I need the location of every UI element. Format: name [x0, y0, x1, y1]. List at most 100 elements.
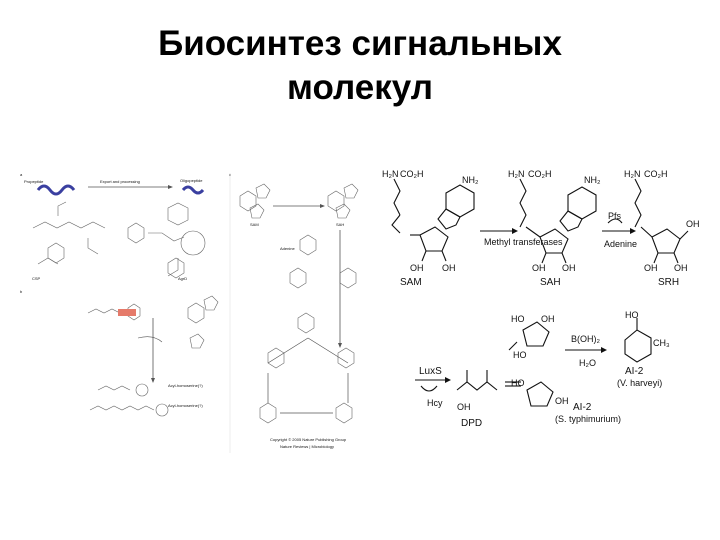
pfs-curved-arrow	[607, 218, 623, 224]
sam-sah-srh-scheme: H₂N CO₂H NH₂ OH OH SAM H₂N CO₂H NH₂ OH O…	[382, 169, 700, 288]
luxs-dpd-ai2-scheme: LuxS Hcy OH DPD HO OH HO HO OH B(OH)₂ H₂…	[415, 310, 670, 429]
srh-oh-bond	[679, 230, 689, 240]
srh-ribose-ring	[651, 228, 681, 254]
sah-ribose-ring	[539, 228, 569, 254]
ai2-label-typhimurium: AI-2	[573, 402, 592, 413]
sam-label: SAM	[400, 277, 422, 288]
adenine-label: Adenine	[604, 239, 637, 249]
sah-oh-bond-2	[561, 252, 567, 264]
sam-oh-bond-1	[421, 250, 427, 262]
c-vertical-arrowhead	[338, 343, 342, 348]
srh-oh-1: OH	[644, 263, 658, 273]
sam-oh-bond-2	[441, 250, 447, 262]
ai2-ho: HO	[625, 310, 639, 320]
sah-oh-1: OH	[532, 263, 546, 273]
title-line-1: Биосинтез сигнальных	[158, 24, 562, 63]
sam-chain	[393, 178, 401, 216]
hsl-structure-1	[97, 383, 149, 397]
sam-h2n: H₂N	[382, 169, 399, 179]
ring-bottom-oh: OH	[555, 396, 569, 406]
propeptide-chain-icon	[36, 184, 76, 196]
panel-b-label: b	[20, 289, 23, 294]
sah-structure-c	[327, 183, 359, 219]
sam-nh2: NH₂	[462, 175, 479, 185]
export-arrowhead	[168, 185, 173, 189]
srh-oh-top: OH	[686, 219, 700, 229]
vertical-arrowhead	[151, 378, 155, 383]
sah-adenine-ring-6	[567, 186, 597, 220]
sam-structure-b	[187, 295, 219, 349]
left-reaction-figure: a Propeptide Export and processing Oligo…	[20, 172, 359, 453]
journal-text: Nature Reviews | Microbiology	[280, 444, 334, 449]
srh-oh-bond-2	[673, 252, 679, 264]
sah-co2h: CO₂H	[528, 169, 552, 179]
hcy-label: Hcy	[427, 398, 443, 408]
sah-label: SAH	[540, 277, 561, 288]
ring-bottom-ho: HO	[511, 378, 525, 388]
precursor-label: Propeptide	[24, 179, 44, 184]
c-reaction-arrows	[267, 337, 349, 414]
ring-top-ho: HO	[513, 350, 527, 360]
sam-oh-1: OH	[410, 263, 424, 273]
hsl-structure-2	[89, 403, 169, 417]
top-oh: OH	[541, 314, 555, 324]
sah-oh-2: OH	[562, 263, 576, 273]
sah-label-c: SAH	[336, 222, 344, 227]
ai2-note-harveyi: (V. harveyi)	[617, 378, 662, 388]
pfs-arrowhead	[630, 228, 636, 234]
srh-bond	[640, 226, 653, 238]
pfs-label: Pfs	[608, 211, 622, 221]
oligopeptide-chain-icon	[181, 185, 205, 195]
top-branch	[508, 341, 518, 351]
srh-h2n: H₂N	[624, 169, 641, 179]
dpd-chain	[456, 381, 498, 391]
adenine-label-c: Adenine	[280, 246, 295, 251]
slide-title: Биосинтез сигнальных молекул	[0, 22, 720, 110]
sam-ribose-ring	[419, 226, 449, 252]
agrd-structure	[127, 202, 206, 279]
ring-top	[522, 321, 550, 347]
srh-chain	[634, 178, 642, 228]
ai2-borate-ring	[624, 329, 652, 363]
csp-label: CSP	[32, 276, 41, 281]
srh-label: SRH	[658, 277, 679, 288]
sah-oh-bond-1	[541, 252, 547, 264]
ai2-note-typhimurium: (S. typhimurium)	[555, 414, 621, 424]
title-line-2: молекул	[287, 68, 433, 107]
borate-label: B(OH)₂	[571, 334, 600, 344]
sah-adenine-ring-5	[559, 210, 583, 232]
srh-oh-bond-1	[653, 252, 659, 264]
curved-arrow	[137, 336, 163, 343]
sam-co2h: CO₂H	[400, 169, 424, 179]
srh-co2h: CO₂H	[644, 169, 668, 179]
dpd-oh: OH	[457, 402, 471, 412]
sah-nh2: NH₂	[584, 175, 601, 185]
luxs-label: LuxS	[419, 366, 442, 377]
csp-structure	[32, 201, 106, 265]
top-ho: HO	[511, 314, 525, 324]
enzyme-box	[118, 309, 136, 316]
srh-oh-2: OH	[674, 263, 688, 273]
ai2-label-harveyi: AI-2	[625, 366, 644, 377]
c-intermediates	[259, 234, 357, 424]
sam-adenine-ring-5	[437, 208, 461, 230]
luxs-arrowhead	[445, 377, 451, 383]
ring-bottom	[526, 381, 554, 407]
hcy-curved-arrow	[420, 385, 438, 392]
borate-arrowhead	[601, 347, 607, 353]
sam-s-branch	[391, 214, 401, 234]
sam-adenine-ring-6	[445, 184, 475, 218]
methyltransferase-label: Methyl transferases	[484, 237, 563, 247]
agrd-label: AgrD	[178, 276, 187, 281]
methyltransferase-arrowhead	[512, 228, 518, 234]
water-label: H₂O	[579, 358, 596, 368]
sah-chain	[519, 178, 527, 228]
oligopeptide-label: Oligopeptide	[180, 178, 203, 183]
dpd-label: DPD	[461, 418, 482, 429]
sah-h2n: H₂N	[508, 169, 525, 179]
copyright-text: Copyright © 2005 Nature Publishing Group	[270, 437, 347, 442]
ai2-ch3: CH₃	[653, 338, 670, 348]
panel-a-label: a	[20, 172, 23, 177]
export-label: Export and processing	[100, 179, 140, 184]
acyl-hsl-label-1: Acyl-homoserine(?)	[168, 383, 203, 388]
